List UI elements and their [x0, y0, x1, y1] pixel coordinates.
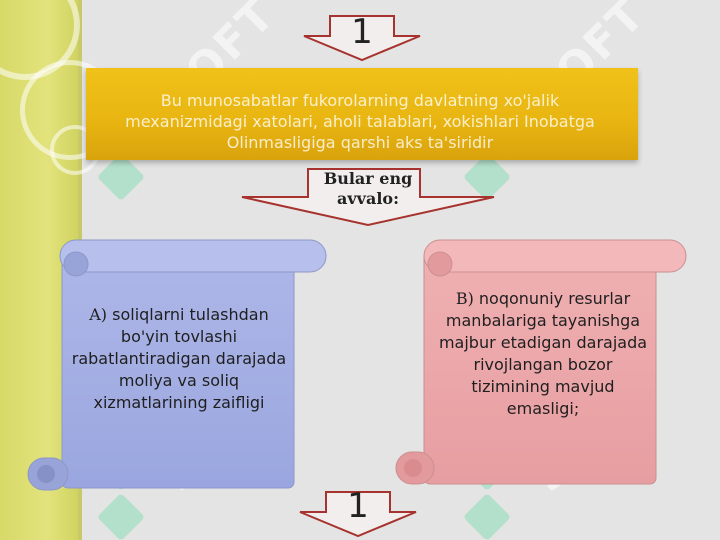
top-arrow-label: 1 [351, 12, 373, 52]
scroll-a-marker: A) [89, 305, 108, 324]
scroll-a [27, 239, 327, 491]
main-banner [86, 68, 638, 160]
scroll-a-body: soliqlarni tulashdan bo'yin tovlashi rab… [71, 305, 287, 412]
middle-arrow-label: Bular eng avvalo: [323, 169, 413, 208]
middle-down-arrow [241, 168, 495, 227]
scroll-a-text: A) soliqlarni tulashdan bo'yin tovlashi … [68, 304, 290, 414]
scroll-b-marker: B) [455, 289, 474, 308]
scroll-b-text: B) noqonuniy resurlar manbalariga tayani… [436, 288, 650, 420]
scroll-b-body: noqonuniy resurlar manbalariga tayanishg… [438, 289, 648, 418]
watermark-shape-8 [462, 492, 512, 540]
banner-text: Bu munosabatlar fukorolarning davlatning… [125, 91, 595, 152]
bottom-arrow-label: 1 [347, 486, 369, 526]
top-down-arrow [303, 15, 421, 62]
watermark-shape-7 [96, 492, 146, 540]
bottom-down-arrow [299, 491, 417, 538]
watermark-shape-3 [96, 152, 146, 202]
scroll-b [395, 239, 687, 485]
